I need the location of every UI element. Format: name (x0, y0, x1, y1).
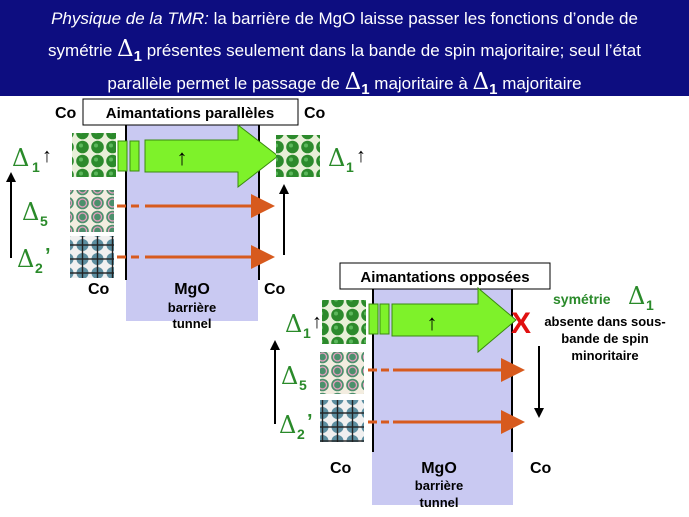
delta-subscript: 2 (35, 260, 43, 276)
spin-up-icon: ↑ (42, 145, 52, 167)
delta-label: Δ (22, 198, 39, 226)
evanescent-segment (118, 141, 127, 171)
spin-up-icon: ↑ (177, 145, 188, 170)
tunnel-label: tunnel (420, 495, 459, 510)
panel-title: Aimantations parallèles (106, 105, 274, 122)
mgo-label: MgO (421, 460, 457, 477)
delta-label: Δ (12, 144, 29, 172)
co-label: Co (55, 105, 77, 122)
panel-parallel: Aimantations parallèles Co Co ↑ Δ 1 ↑ Δ … (6, 99, 366, 331)
delta-label: Δ (328, 144, 345, 172)
co-label: Co (330, 460, 352, 477)
co-lattice-delta5 (320, 352, 364, 394)
delta-subscript: 1 (346, 159, 354, 175)
evanescent-segment (130, 141, 139, 171)
tunnel-label: tunnel (173, 316, 212, 331)
delta-subscript: 1 (646, 297, 654, 313)
barrier-label: barrière (168, 300, 216, 315)
co-label: Co (264, 281, 286, 298)
prime-mark: ’ (307, 411, 313, 433)
delta-label: Δ (285, 310, 302, 338)
panel-antiparallel: Aimantations opposées ↑ X Δ 1 ↑ Δ 5 Δ 2 … (270, 263, 666, 510)
panel-title: Aimantations opposées (360, 269, 529, 286)
co-lattice-delta5 (70, 190, 114, 232)
note-line: absente dans sous- (544, 314, 665, 329)
spin-up-icon: ↑ (356, 145, 366, 167)
note-line: minoritaire (571, 348, 638, 363)
co-label: Co (88, 281, 110, 298)
evanescent-segment (369, 304, 378, 334)
delta-label: Δ (628, 282, 645, 310)
delta-label: Δ (17, 245, 34, 273)
co-label: Co (304, 105, 326, 122)
blocked-x-mark: X (511, 307, 531, 340)
delta-subscript: 5 (40, 213, 48, 229)
co-lattice-delta1 (72, 133, 116, 177)
spin-up-icon: ↑ (312, 311, 322, 333)
arrow-head (6, 172, 16, 182)
arrow-head (270, 340, 280, 350)
arrow-head (279, 184, 289, 194)
spin-up-icon: ↑ (427, 310, 438, 335)
co-label: Co (530, 460, 552, 477)
co-lattice-delta2 (70, 236, 114, 278)
co-lattice-delta1-right (276, 135, 320, 177)
delta-subscript: 1 (32, 159, 40, 175)
barrier-label: barrière (415, 478, 463, 493)
co-lattice-delta1 (322, 300, 366, 344)
arrow-head (534, 408, 544, 418)
prime-mark: ’ (45, 245, 51, 267)
delta-label: Δ (281, 362, 298, 390)
delta-subscript: 2 (297, 426, 305, 442)
mgo-label: MgO (174, 281, 210, 298)
note-line: bande de spin (561, 331, 648, 346)
note-symmetry: symétrie (553, 291, 611, 307)
delta-label: Δ (279, 411, 296, 439)
co-lattice-delta2 (320, 400, 364, 442)
evanescent-segment (380, 304, 389, 334)
delta-subscript: 1 (303, 325, 311, 341)
delta-subscript: 5 (299, 377, 307, 393)
